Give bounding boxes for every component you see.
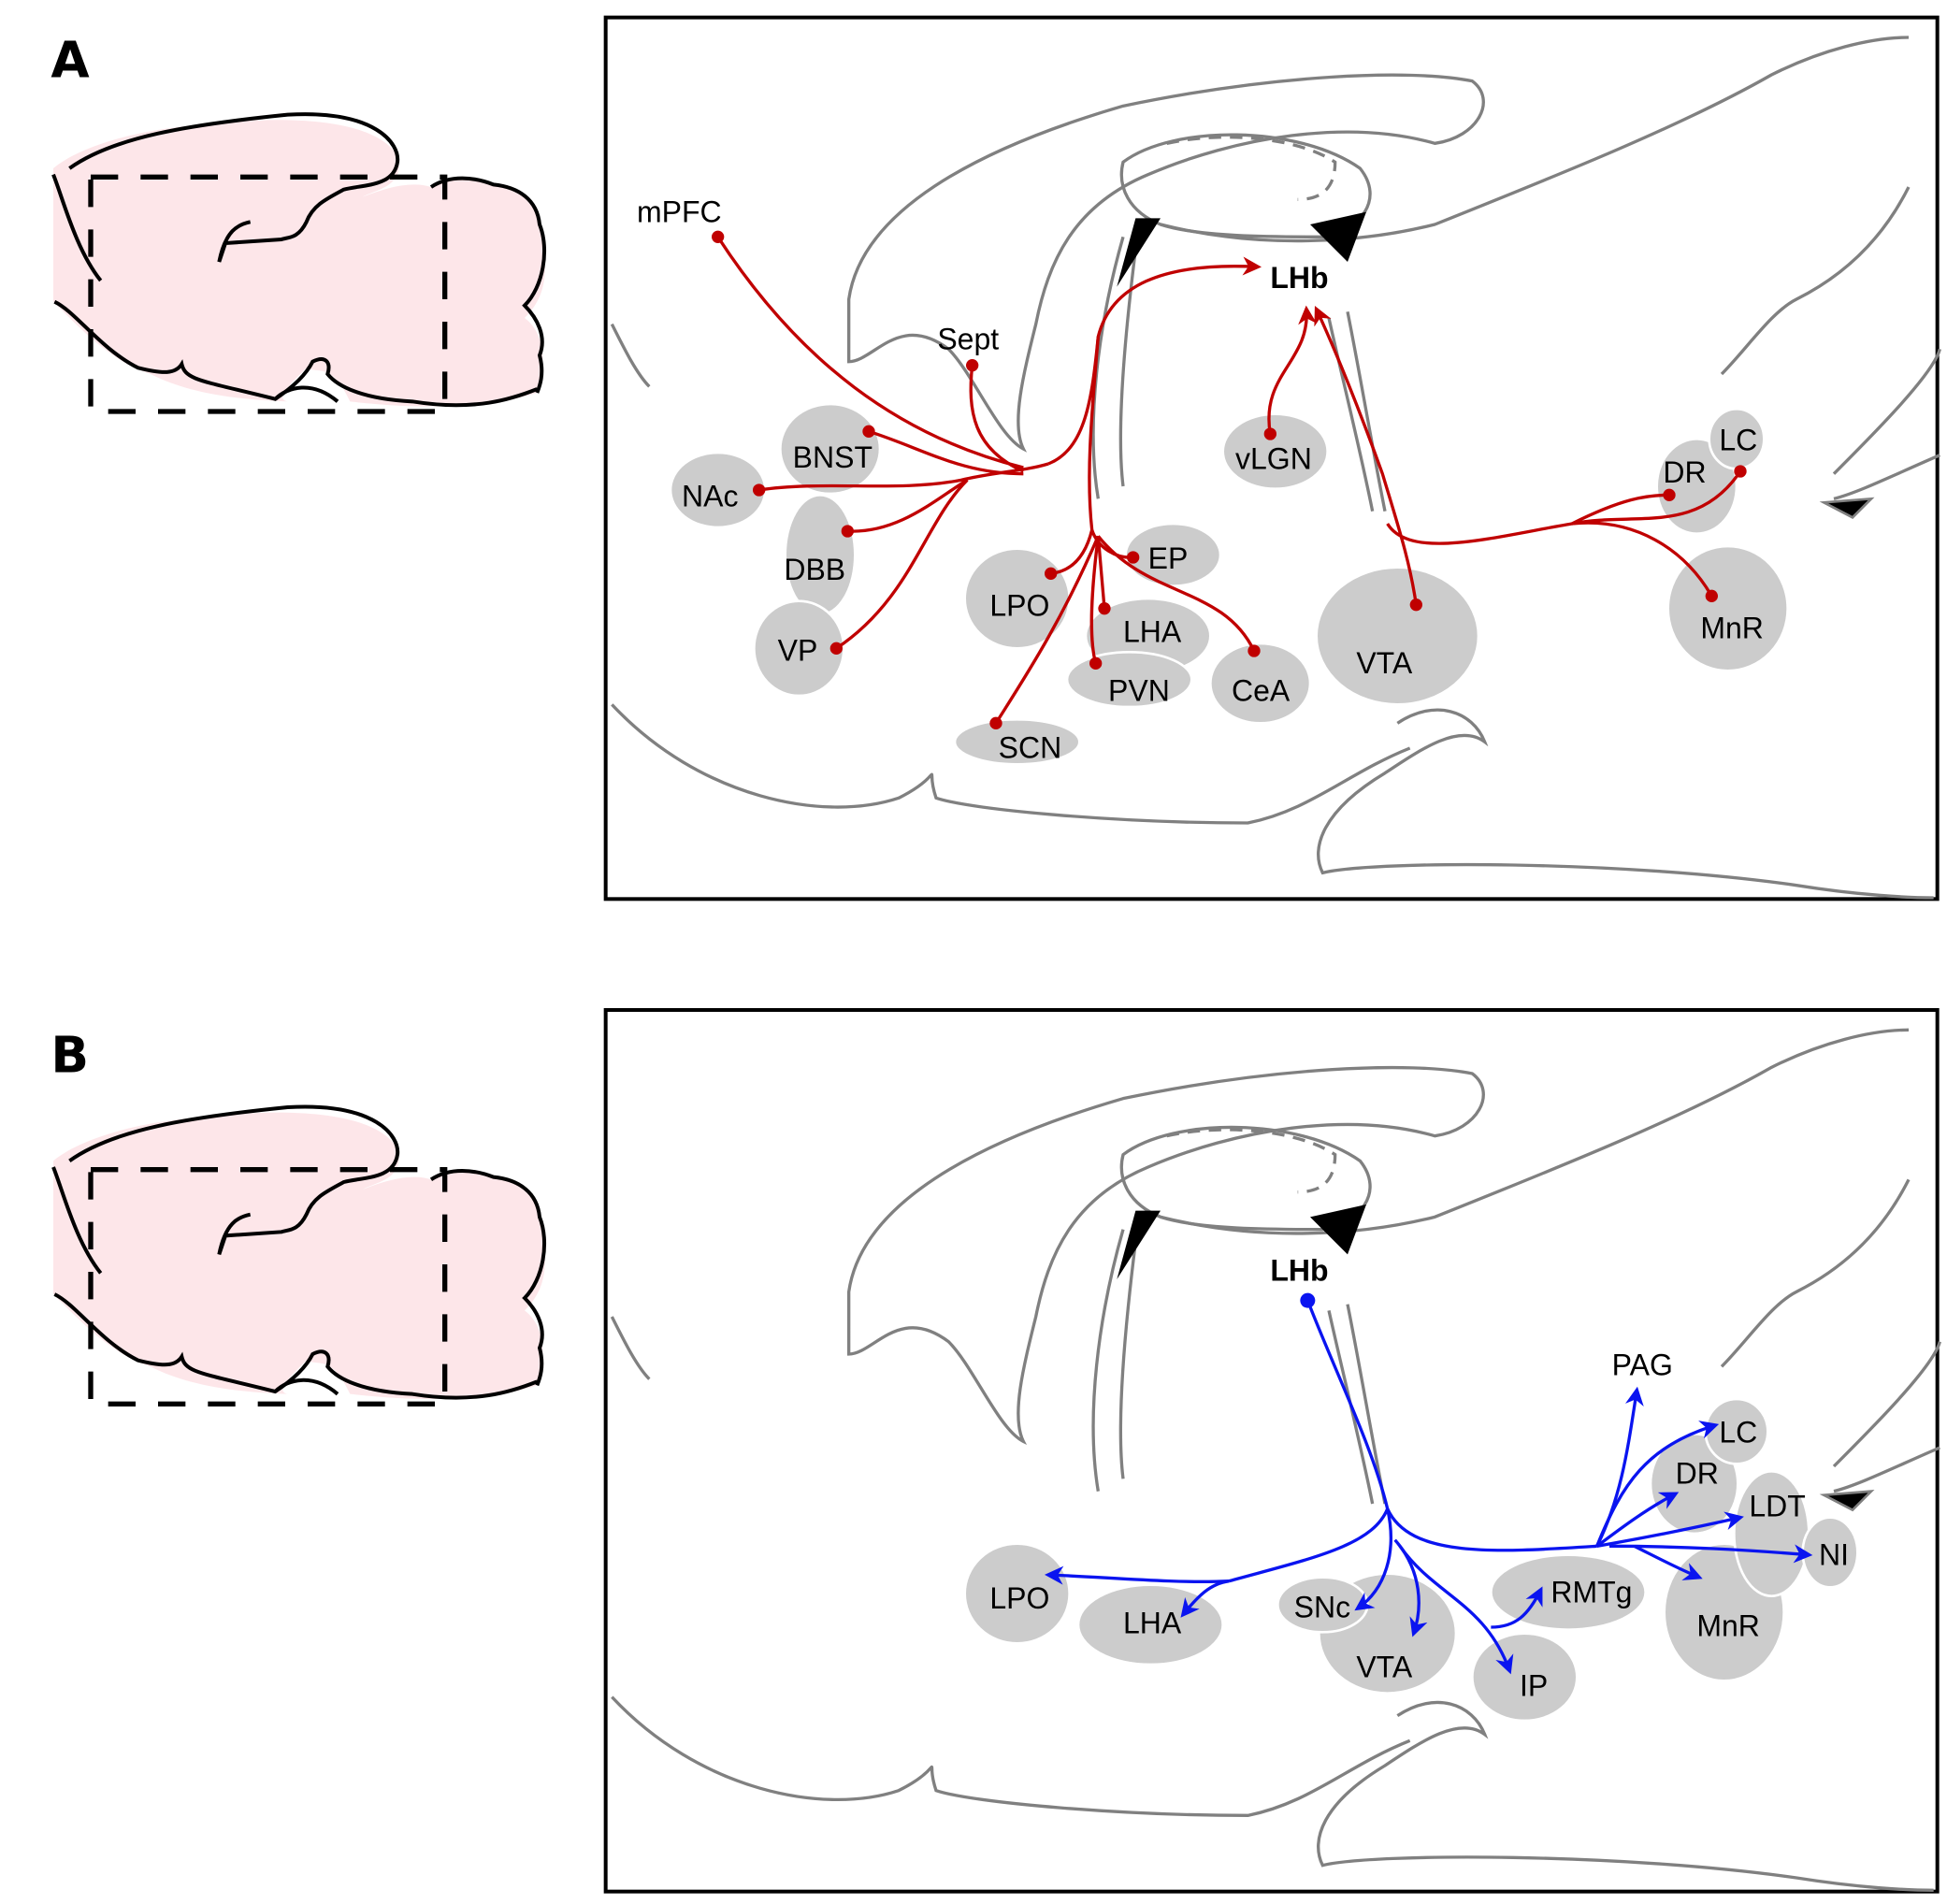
label-lhb-b: LHb bbox=[1270, 1253, 1328, 1287]
label-mnr: MnR bbox=[1700, 612, 1764, 645]
label-pag-b: PAG bbox=[1612, 1349, 1673, 1382]
region-vp bbox=[752, 599, 845, 698]
label-vlgn: vLGN bbox=[1235, 441, 1312, 475]
label-scn: SCN bbox=[999, 731, 1062, 765]
label-snc-b: SNc bbox=[1294, 1590, 1350, 1623]
panel-label-b: B bbox=[50, 1026, 89, 1085]
label-dr-b: DR bbox=[1676, 1457, 1719, 1491]
label-lha: LHA bbox=[1123, 615, 1182, 649]
label-mnr-b: MnR bbox=[1696, 1608, 1760, 1642]
label-rmtg-b: RMTg bbox=[1550, 1575, 1632, 1608]
label-lc: LC bbox=[1719, 423, 1757, 456]
label-mpfc: mPFC bbox=[637, 195, 722, 228]
region-bnst bbox=[779, 402, 882, 496]
label-vta-b: VTA bbox=[1356, 1650, 1413, 1683]
region-vta bbox=[1315, 566, 1480, 706]
label-lha-b: LHA bbox=[1123, 1607, 1182, 1640]
region-rmtg-b bbox=[1490, 1553, 1647, 1631]
label-nac: NAc bbox=[682, 479, 738, 512]
label-vta: VTA bbox=[1356, 646, 1413, 680]
label-lc-b: LC bbox=[1719, 1416, 1757, 1450]
label-dbb: DBB bbox=[784, 553, 845, 586]
region-scn bbox=[953, 717, 1081, 766]
region-ep bbox=[1124, 522, 1222, 587]
region-cea bbox=[1208, 642, 1312, 725]
label-cea: CeA bbox=[1232, 673, 1291, 707]
panel-b-efferents bbox=[1045, 1292, 1813, 1675]
panel-a-dots bbox=[712, 230, 1747, 729]
label-ip-b: IP bbox=[1520, 1668, 1548, 1702]
label-ni-b: NI bbox=[1819, 1537, 1849, 1571]
label-lhb-a: LHb bbox=[1270, 261, 1328, 295]
label-ep: EP bbox=[1148, 541, 1189, 575]
brain-thumbnail-a bbox=[53, 114, 545, 411]
label-lpo-b: LPO bbox=[989, 1581, 1049, 1615]
region-lpo-b bbox=[963, 1542, 1071, 1645]
label-sept: Sept bbox=[937, 322, 999, 355]
label-vp: VP bbox=[778, 634, 818, 668]
region-vlgn bbox=[1221, 412, 1329, 490]
panel-b-frame bbox=[603, 1008, 1940, 1894]
panel-b-labels: LHb LPO LHA SNc VTA IP RMTg PAG LC DR LD… bbox=[989, 1253, 1849, 1702]
label-dr: DR bbox=[1663, 455, 1706, 489]
label-bnst: BNST bbox=[793, 440, 873, 474]
panel-label-a: A bbox=[50, 31, 90, 90]
region-dr bbox=[1655, 438, 1738, 535]
label-pvn: PVN bbox=[1108, 673, 1170, 707]
lhb-origin-dot bbox=[1300, 1292, 1316, 1308]
panel-a-frame bbox=[603, 15, 1940, 902]
panel-a-labels: mPFC Sept BNST NAc DBB VP LPO EP LHA PVN… bbox=[637, 195, 1764, 764]
label-lpo: LPO bbox=[989, 589, 1049, 623]
label-ldt-b: LDT bbox=[1749, 1489, 1805, 1522]
brain-thumbnail-b bbox=[53, 1106, 545, 1404]
panel-a-afferents bbox=[716, 236, 1742, 725]
